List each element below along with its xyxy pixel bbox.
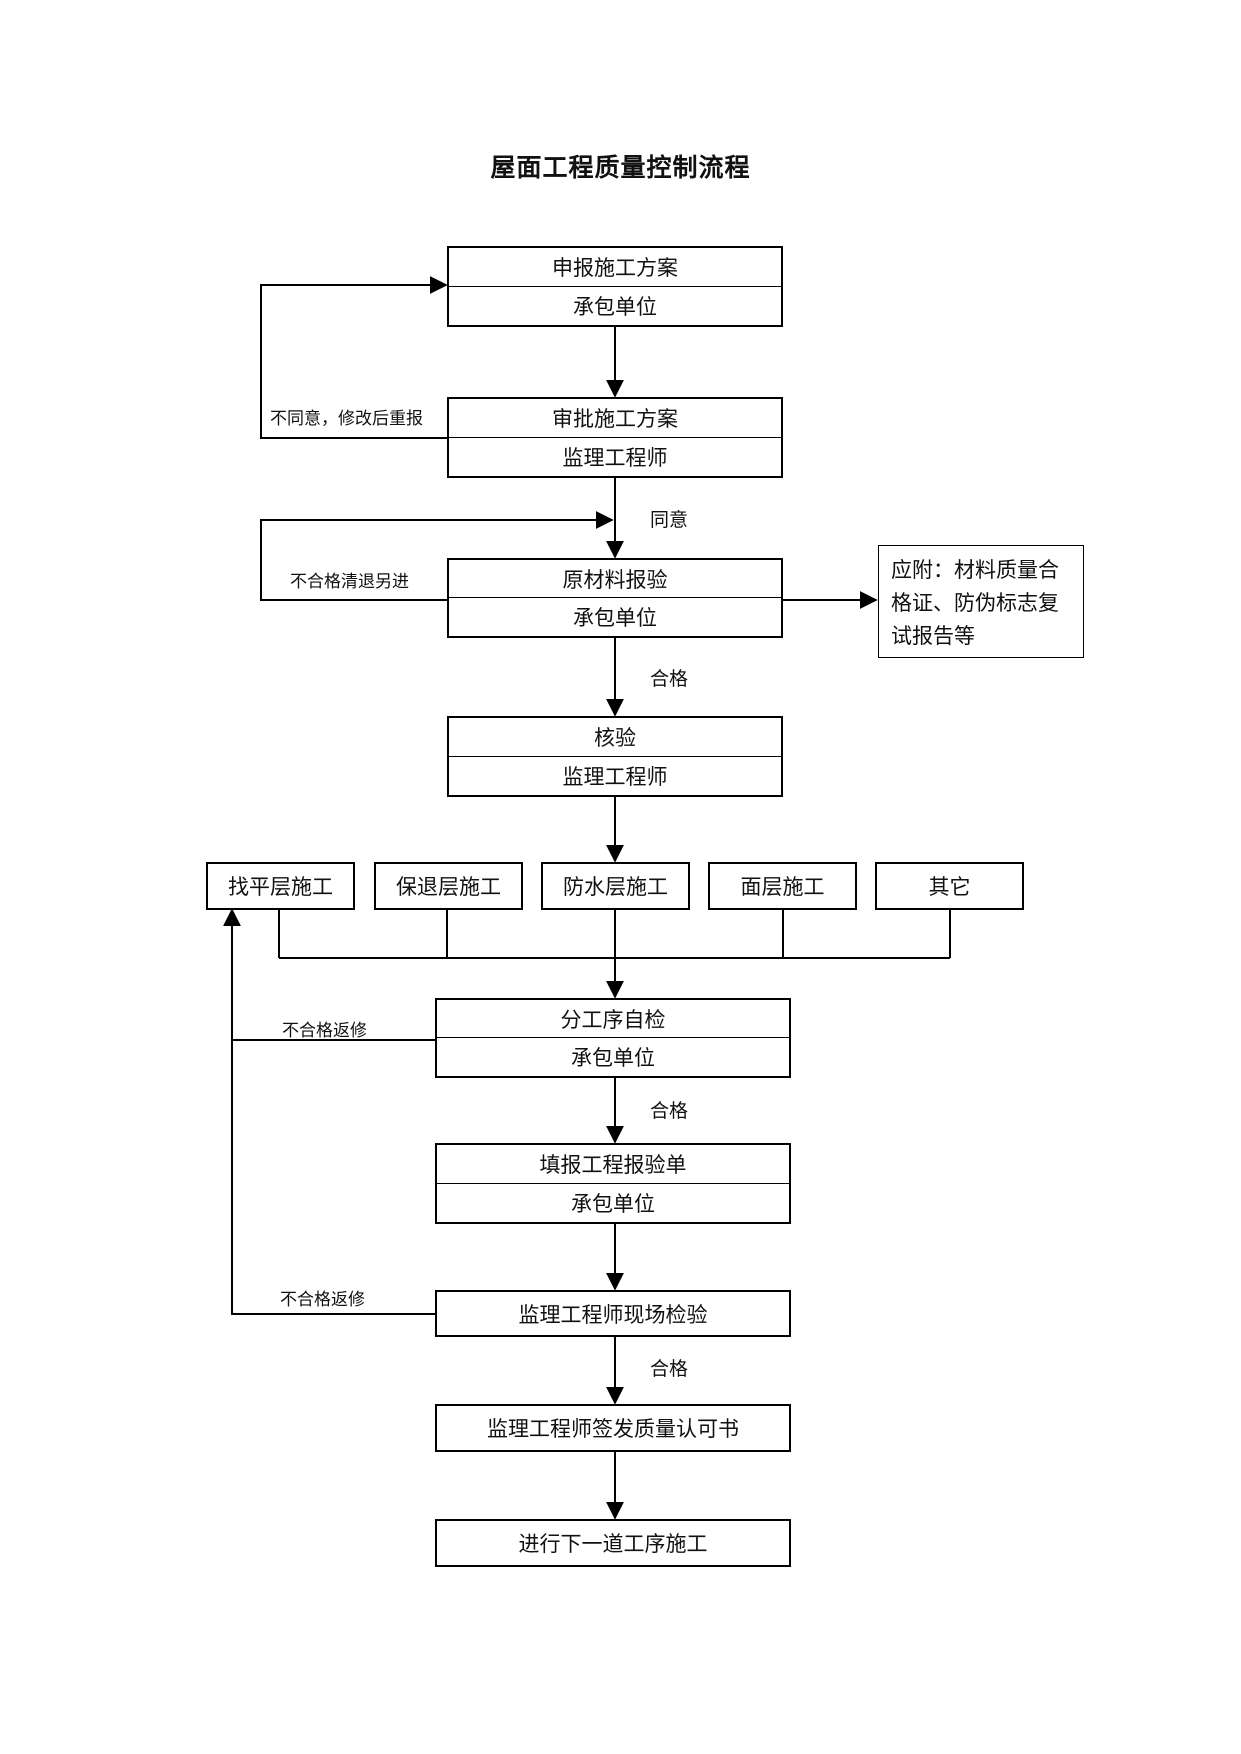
step-action: 分工序自检 [437,1000,789,1038]
step-submit-plan: 申报施工方案 承包单位 [447,246,783,327]
step-action: 原材料报验 [449,560,781,598]
label-pass-site: 合格 [650,1358,689,1380]
step-party: 承包单位 [571,1191,655,1216]
step-party: 承包单位 [573,606,657,630]
step-site-inspect: 监理工程师现场检验 [435,1290,791,1337]
label-disagree: 不同意，修改后重报 [270,409,423,429]
work-item-other: 其它 [875,862,1024,910]
step-party: 承包单位 [573,294,657,319]
material-note: 应附：材料质量合格证、防伪标志复试报告等 [878,545,1084,658]
label-rework-site: 不合格返修 [280,1290,365,1310]
step-party: 承包单位 [571,1046,655,1070]
work-item-waterproof: 防水层施工 [541,862,690,910]
label-rework-selfcheck: 不合格返修 [282,1021,367,1041]
work-item-leveling: 找平层施工 [206,862,355,910]
step-fill-form: 填报工程报验单 承包单位 [435,1143,791,1224]
loop-disagree [260,276,448,439]
step-sign-cert: 监理工程师签发质量认可书 [435,1404,791,1452]
label-pass-selfcheck: 合格 [650,1100,689,1122]
page-title: 屋面工程质量控制流程 [490,153,751,182]
label-reject-material: 不合格清退另进 [290,572,409,592]
step-next-process: 进行下一道工序施工 [435,1519,791,1567]
step-party: 监理工程师 [562,445,668,470]
step-material-inspect: 原材料报验 承包单位 [447,558,783,638]
label-pass-material: 合格 [650,668,689,690]
step-action: 审批施工方案 [449,399,781,438]
loop-reject-material [260,511,614,601]
work-item-surface: 面层施工 [708,862,857,910]
loop-rework [223,908,435,1315]
step-action: 申报施工方案 [449,248,781,287]
work-item-insulation: 保退层施工 [374,862,523,910]
step-verify: 核验 监理工程师 [447,716,783,797]
step-action: 填报工程报验单 [437,1145,789,1184]
step-party: 监理工程师 [562,764,668,789]
label-agree: 同意 [650,509,689,531]
step-approve-plan: 审批施工方案 监理工程师 [447,397,783,478]
step-self-check: 分工序自检 承包单位 [435,998,791,1078]
step-action: 核验 [449,718,781,757]
